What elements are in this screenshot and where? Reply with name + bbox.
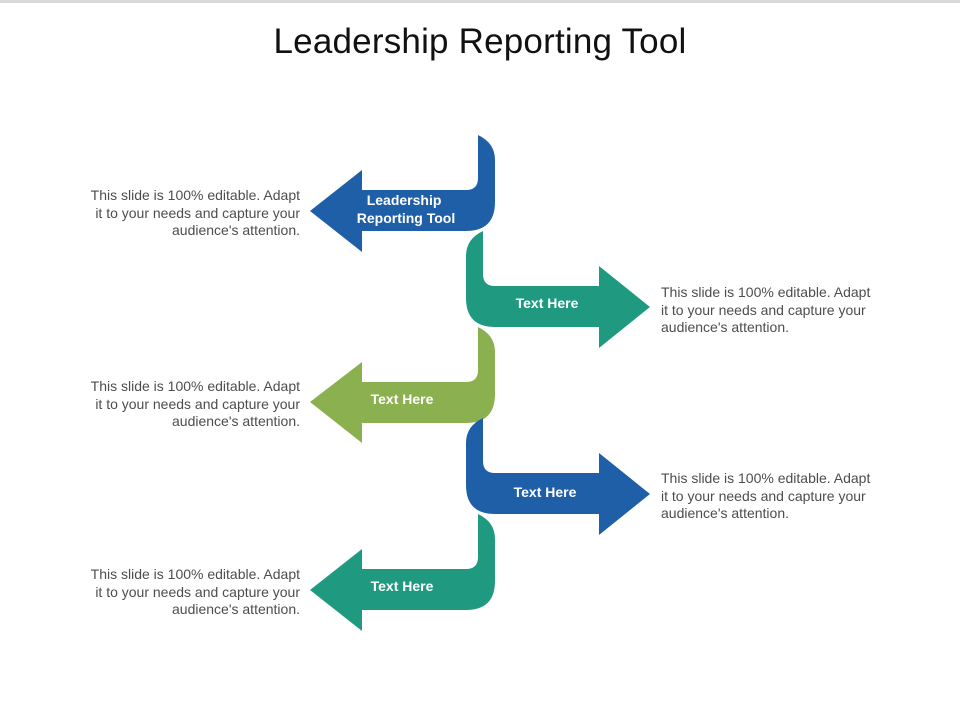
step-1-label: Leadership Reporting Tool bbox=[357, 192, 456, 226]
page-title: Leadership Reporting Tool bbox=[273, 22, 687, 61]
step-3-label: Text Here bbox=[371, 391, 434, 407]
step-4-label: Text Here bbox=[514, 484, 577, 500]
step-3-arrow: Text Here bbox=[310, 327, 495, 443]
step-2-description: This slide is 100% editable. Adapt it to… bbox=[661, 284, 871, 335]
step-1-description: This slide is 100% editable. Adapt it to… bbox=[90, 187, 300, 238]
step-3-arrow-shape bbox=[310, 327, 495, 443]
step-2-label: Text Here bbox=[516, 295, 579, 311]
step-2-arrow: Text Here bbox=[466, 231, 650, 348]
top-rule bbox=[0, 0, 960, 3]
step-4-description: This slide is 100% editable. Adapt it to… bbox=[661, 470, 871, 521]
step-4-arrow-shape bbox=[466, 418, 650, 535]
step-3-description: This slide is 100% editable. Adapt it to… bbox=[90, 378, 300, 429]
step-1-arrow: Leadership Reporting Tool bbox=[310, 135, 495, 252]
step-4-arrow: Text Here bbox=[466, 418, 650, 535]
step-5-arrow-shape bbox=[310, 514, 495, 631]
step-1-arrow-shape bbox=[310, 135, 495, 252]
step-5-description: This slide is 100% editable. Adapt it to… bbox=[90, 566, 300, 617]
step-2-arrow-shape bbox=[466, 231, 650, 348]
step-5-arrow: Text Here bbox=[310, 514, 495, 631]
step-5-label: Text Here bbox=[371, 578, 434, 594]
